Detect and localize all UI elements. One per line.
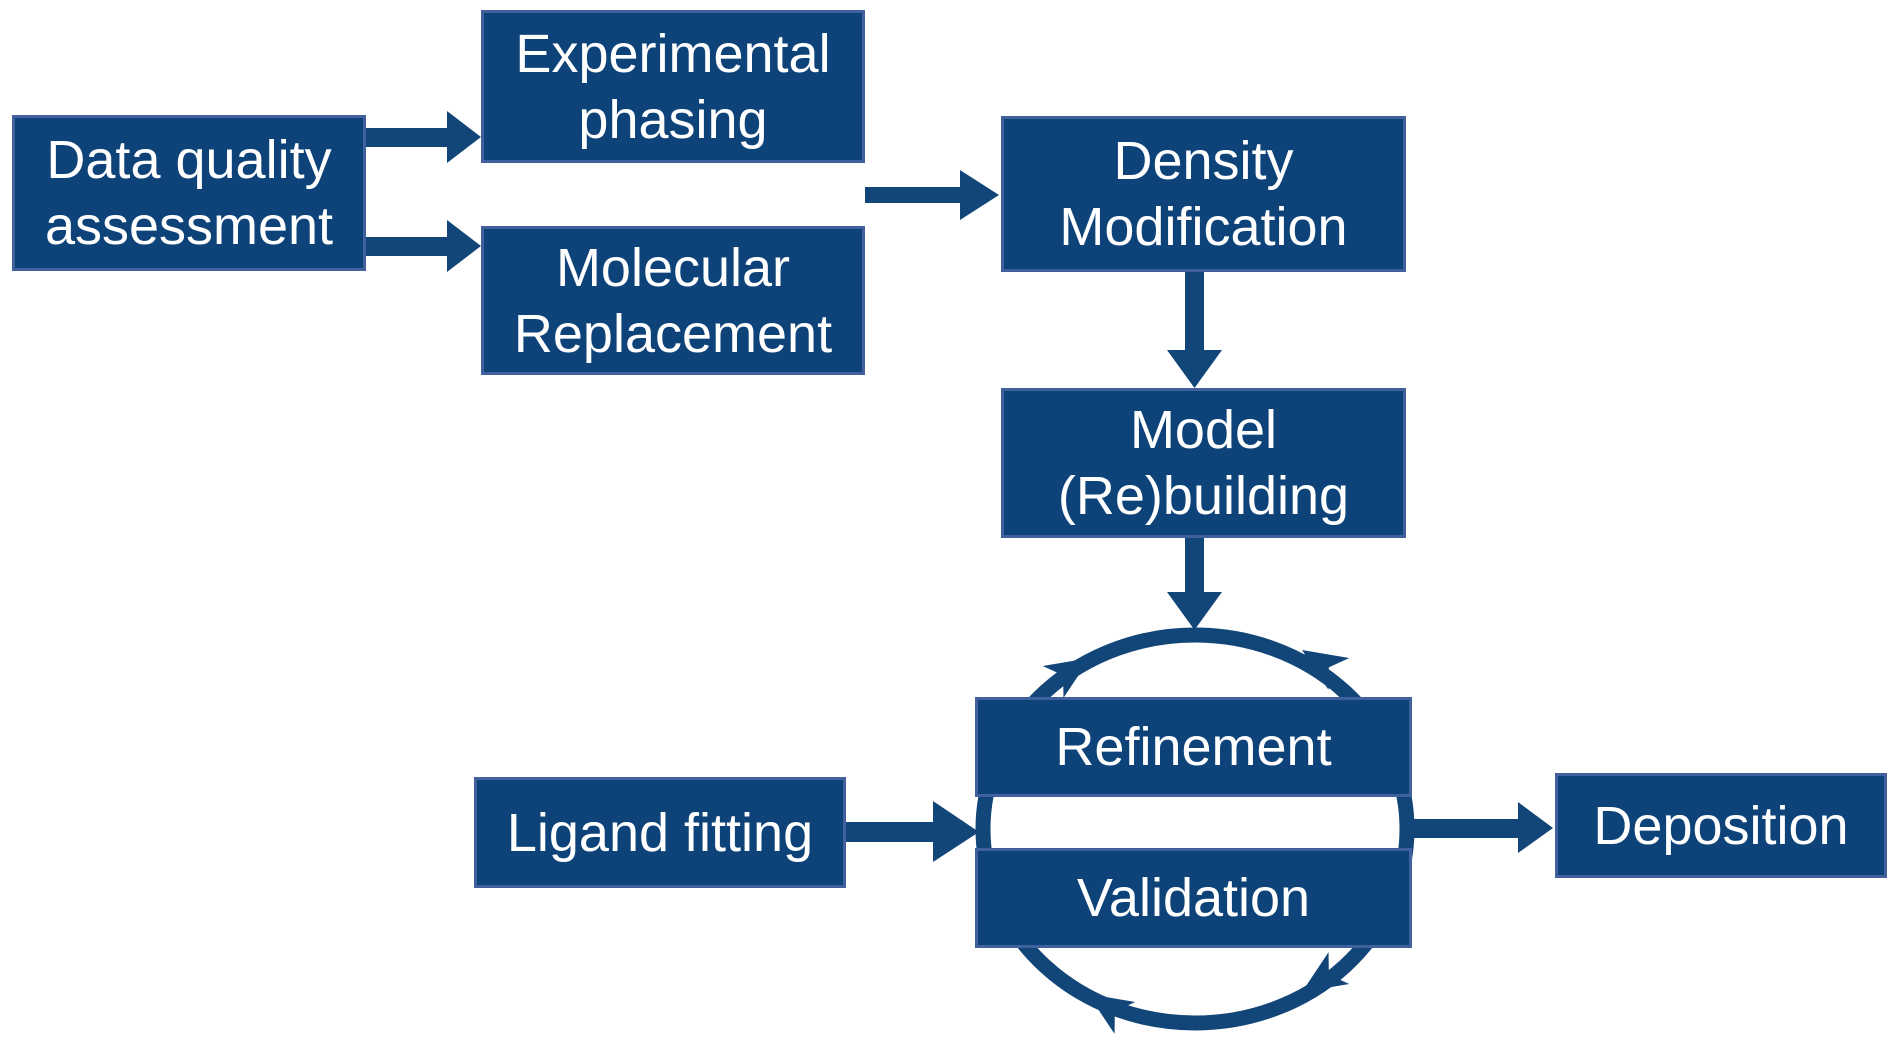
arrow-to-density-modification-icon bbox=[865, 170, 999, 220]
node-label: Deposition bbox=[1593, 795, 1849, 856]
node-model-rebuilding: Model (Re)building bbox=[1001, 388, 1406, 538]
cycle-arrowhead-bottom-right-icon bbox=[1302, 952, 1350, 992]
node-label: Density bbox=[1113, 131, 1294, 191]
node-label: Refinement bbox=[1055, 717, 1332, 777]
node-deposition: Deposition bbox=[1555, 773, 1887, 878]
arrow-data-quality-to-experimental-phasing-icon bbox=[366, 111, 481, 163]
node-label: (Re)building bbox=[1057, 466, 1350, 526]
node-label: Model bbox=[1129, 400, 1278, 460]
arrow-data-quality-to-molecular-replacement-icon bbox=[366, 220, 481, 272]
node-label: Molecular bbox=[555, 237, 791, 298]
node-data-quality-assessment: Data quality assessment bbox=[12, 115, 366, 271]
arrow-density-to-model-icon bbox=[1167, 272, 1222, 388]
arrow-ligand-fitting-to-cycle-icon bbox=[846, 801, 979, 862]
node-label: Experimental bbox=[515, 23, 831, 84]
cycle-arrowhead-top-left-icon bbox=[1042, 658, 1090, 698]
node-label: Validation bbox=[1076, 868, 1311, 928]
arrow-cycle-to-deposition-icon bbox=[1412, 802, 1553, 853]
node-label: phasing bbox=[578, 89, 768, 150]
node-validation: Validation bbox=[975, 848, 1412, 948]
arrow-model-to-cycle-icon bbox=[1167, 538, 1222, 630]
node-label: Modification bbox=[1059, 197, 1348, 257]
node-label: Replacement bbox=[513, 303, 833, 364]
cycle-arrowhead-top-right-icon bbox=[1302, 650, 1350, 690]
node-experimental-phasing: Experimental phasing bbox=[481, 10, 865, 163]
node-molecular-replacement: Molecular Replacement bbox=[481, 226, 865, 375]
node-label: Data quality bbox=[46, 130, 332, 190]
cycle-ring-icon bbox=[975, 627, 1415, 1031]
node-refinement: Refinement bbox=[975, 697, 1412, 797]
node-label: assessment bbox=[44, 196, 334, 256]
node-label: Ligand fitting bbox=[506, 802, 814, 863]
node-density-modification: Density Modification bbox=[1001, 116, 1406, 272]
node-ligand-fitting: Ligand fitting bbox=[474, 777, 846, 888]
cycle-arrowhead-bottom-left-icon bbox=[1088, 994, 1136, 1034]
